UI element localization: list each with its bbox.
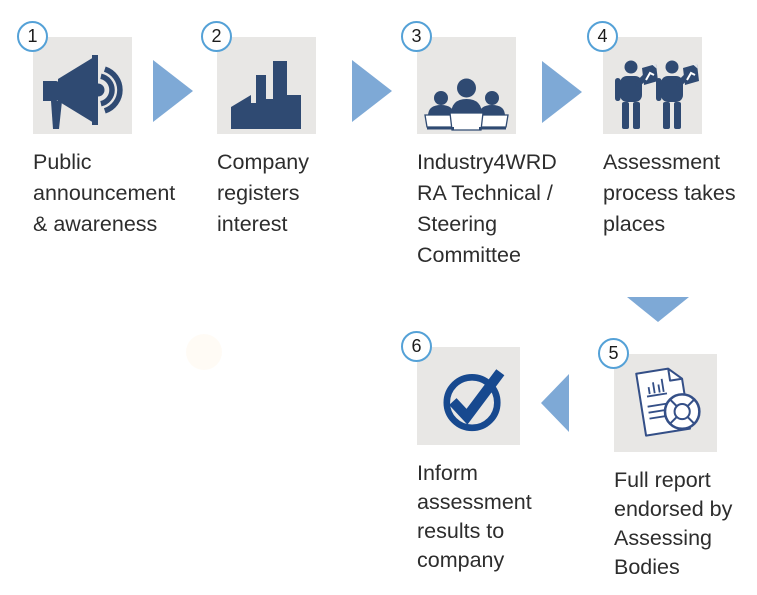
flow-arrow-right-3-4 <box>542 61 582 123</box>
step-5-icon-box <box>614 354 717 452</box>
step-number-badge: 6 <box>401 331 432 362</box>
flow-arrow-right-2-3 <box>352 60 392 122</box>
step-4-icon-box <box>603 37 702 134</box>
faint-background-blob <box>186 334 222 370</box>
megaphone-icon <box>43 55 123 129</box>
step-1-public-announcement: 1 Public announcement & awareness <box>17 21 175 236</box>
step-2-company-registers: 2 Company registers interest <box>201 21 316 236</box>
step-label: Full report endorsed by Assessing Bodies <box>614 468 733 579</box>
factory-icon <box>231 61 301 129</box>
step-6-inform-results: 6 Inform assessment results to company <box>401 331 532 572</box>
assessment-people-icon <box>615 60 699 129</box>
step-4-assessment-process: 4 Assessment process takes places <box>587 21 736 236</box>
step-number-badge: 5 <box>598 338 629 369</box>
step-label: Inform assessment results to company <box>417 461 532 572</box>
step-number-badge: 3 <box>401 21 432 52</box>
flow-arrow-down-4-5 <box>627 297 689 322</box>
report-icon <box>635 367 701 437</box>
step-3-icon-box <box>417 37 516 134</box>
step-5-full-report: 5 Full report endorsed by Assessing Bodi… <box>598 338 732 579</box>
step-1-icon-box <box>33 37 132 134</box>
flow-arrow-right-1-2 <box>153 60 193 122</box>
step-label: Company registers interest <box>217 150 310 236</box>
step-label: Assessment process takes places <box>603 150 736 236</box>
step-2-icon-box <box>217 37 316 134</box>
step-number-badge: 4 <box>587 21 618 52</box>
check-circle-icon <box>443 369 505 432</box>
step-number-badge: 2 <box>201 21 232 52</box>
committee-icon <box>424 78 509 131</box>
step-label: Industry4WRD RA Technical / Steering Com… <box>417 150 557 267</box>
step-number-badge: 1 <box>17 21 48 52</box>
step-6-icon-box <box>417 347 520 445</box>
step-label: Public announcement & awareness <box>33 150 176 236</box>
flow-arrow-left-5-6 <box>541 374 569 432</box>
step-3-committee: 3 Industry4WRD RA Technical / Steering C… <box>401 21 557 267</box>
